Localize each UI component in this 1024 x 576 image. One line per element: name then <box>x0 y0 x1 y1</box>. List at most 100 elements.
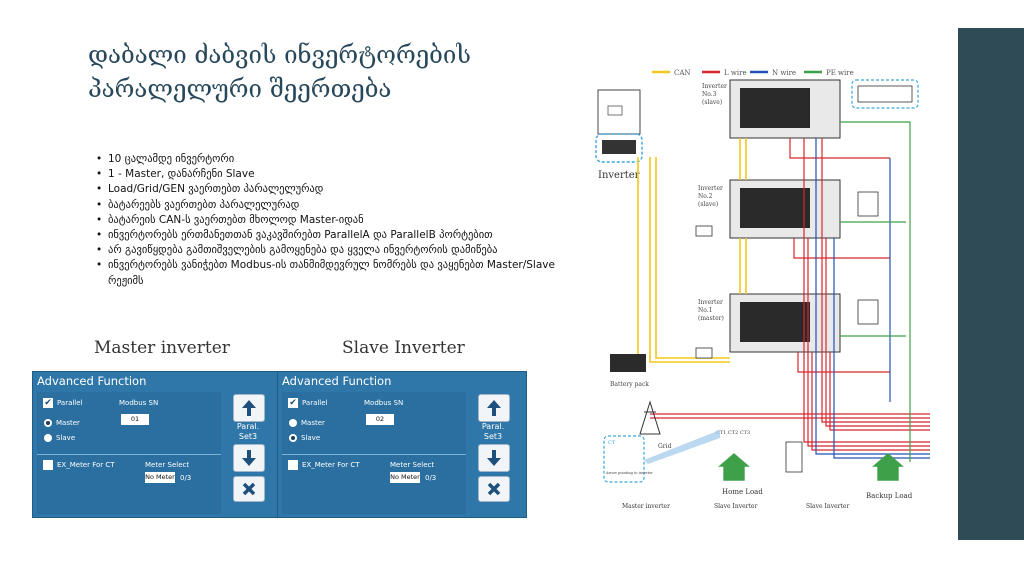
down-arrow-button[interactable] <box>233 444 265 472</box>
parallel-checkbox[interactable]: ✔ <box>288 398 298 408</box>
modbus-label: Modbus SN <box>119 399 159 407</box>
paral-set-label-line-2: Set3 <box>483 432 503 441</box>
up-arrow-icon <box>242 400 256 416</box>
modbus-sn-field[interactable]: 01 <box>121 414 149 425</box>
slave-radio-row[interactable]: Slave <box>44 434 75 442</box>
down-arrow-icon <box>487 450 501 466</box>
parallel-row: ✔ Parallel <box>288 398 328 408</box>
slave-radio[interactable] <box>289 434 297 442</box>
parallel-checkbox[interactable]: ✔ <box>43 398 53 408</box>
meter-select-field[interactable]: No Meter <box>145 472 175 483</box>
home-load-label: Home Load <box>722 488 763 496</box>
close-icon <box>242 482 256 496</box>
diagram-legend: CAN L wire N wire PE wire <box>652 69 854 77</box>
slave-advanced-function-panel: Advanced Function ✔ Parallel Modbus SN 0… <box>277 371 527 518</box>
inverter-caption: Inverter <box>598 170 640 181</box>
grid-tower-icon <box>639 400 661 435</box>
meter-select-label: Meter Select <box>390 461 435 469</box>
ex-meter-row: ✔ EX_Meter For CT <box>43 460 115 470</box>
bottom-label-slave-1: Slave Inverter <box>714 503 757 510</box>
slave-radio-row[interactable]: Slave <box>289 434 320 442</box>
ct-highlight-box <box>603 435 645 483</box>
paral-set-label: Paral. Set3 <box>233 422 263 442</box>
right-accent-band <box>958 28 1024 540</box>
paral-set-label: Paral. Set3 <box>478 422 508 442</box>
legend-can-label: CAN <box>674 69 691 77</box>
ct-note: Arrow pointing to inverter <box>605 471 653 475</box>
slide-title-line-2: პარალელური შეერთება <box>88 75 392 103</box>
panel-settings-area: ✔ Parallel Modbus SN 01 Master Slave ✔ E… <box>37 392 221 514</box>
up-arrow-button[interactable] <box>233 394 265 422</box>
distribution-panel-icon <box>857 85 913 103</box>
master-radio[interactable] <box>289 419 297 427</box>
ex-meter-label: EX_Meter For CT <box>302 461 360 469</box>
ct-callout-arrow <box>644 430 720 464</box>
ct-labels: CT1 CT2 CT3 <box>716 430 750 436</box>
modbus-label: Modbus SN <box>364 399 404 407</box>
parallel-wiring-diagram: CAN L wire N wire PE wire Inverter Inver… <box>590 62 930 512</box>
ct-box-label: CT <box>608 440 616 446</box>
legend-l-wire-label: L wire <box>724 69 747 77</box>
home-load-icon <box>718 453 750 481</box>
close-button[interactable] <box>478 476 510 502</box>
paral-set-label-line-1: Paral. <box>481 422 505 431</box>
modbus-sn-field[interactable]: 02 <box>366 414 394 425</box>
paral-set-label-line-1: Paral. <box>236 422 260 431</box>
inverter-no2-line3: (slave) <box>698 201 718 208</box>
bullet-item: ბატარეის CAN-ს ვაერთებთ მხოლოდ Master-იდ… <box>96 213 566 228</box>
backup-load-icon <box>872 453 904 481</box>
meter-select-field[interactable]: No Meter <box>390 472 420 483</box>
ex-meter-checkbox[interactable]: ✔ <box>288 460 298 470</box>
panel-divider <box>37 454 221 455</box>
slave-radio[interactable] <box>44 434 52 442</box>
inverter-terminal-highlight <box>595 133 643 163</box>
inverter-no3: Inverter No.3 (slave) <box>702 79 841 139</box>
panel-header: Advanced Function <box>282 374 392 388</box>
slave-radio-label: Slave <box>56 434 76 442</box>
master-radio-row[interactable]: Master <box>44 419 80 427</box>
inverter-no2-line2: No.2 <box>698 193 713 200</box>
backup-load-label: Backup Load <box>866 492 913 500</box>
master-radio[interactable] <box>44 419 52 427</box>
legend-n-wire-label: N wire <box>772 69 796 77</box>
master-advanced-function-panel: Advanced Function ✔ Parallel Modbus SN 0… <box>32 371 282 518</box>
slide-title: დაბალი ძაბვის ინვერტორების პარალელური შე… <box>88 38 558 106</box>
master-panel-caption: Master inverter <box>94 338 230 358</box>
inverter-no3-line1: Inverter <box>702 83 727 90</box>
inverter-terminal-strip <box>602 140 636 154</box>
meter-select-label: Meter Select <box>145 461 190 469</box>
close-icon <box>487 482 501 496</box>
breakers <box>695 191 879 473</box>
bullet-item: 1 - Master, დანარჩენი Slave <box>96 167 566 182</box>
down-arrow-button[interactable] <box>478 444 510 472</box>
down-arrow-icon <box>242 450 256 466</box>
grid-label: Grid <box>658 443 672 450</box>
battery-pack-label: Battery pack <box>610 381 649 388</box>
close-button[interactable] <box>233 476 265 502</box>
bottom-label-slave-2: Slave Inverter <box>806 503 849 510</box>
inverter-no2: Inverter No.2 (slave) <box>698 179 841 239</box>
bullet-item: ბატარეებს ვაერთებთ პარალელურად <box>96 198 566 213</box>
inverter-no3-line3: (slave) <box>702 99 722 106</box>
inverter-no1-line1: Inverter <box>698 299 723 306</box>
bullet-item: Load/Grid/GEN ვაერთებთ პარალელურად <box>96 182 566 197</box>
meter-page-indicator: 0/3 <box>180 474 192 482</box>
panel-header: Advanced Function <box>37 374 147 388</box>
up-arrow-button[interactable] <box>478 394 510 422</box>
slave-panel-caption: Slave Inverter <box>342 338 465 358</box>
bullet-item: ინვერტორებს ერთმანეთთან ვაკავშირებთ Para… <box>96 228 566 243</box>
inverter-no1-line3: (master) <box>698 315 724 322</box>
l-wires <box>650 138 930 451</box>
up-arrow-icon <box>487 400 501 416</box>
ex-meter-checkbox[interactable]: ✔ <box>43 460 53 470</box>
legend-pe-wire-label: PE wire <box>826 69 854 77</box>
slave-radio-label: Slave <box>301 434 321 442</box>
ex-meter-label: EX_Meter For CT <box>57 461 115 469</box>
master-radio-row[interactable]: Master <box>289 419 325 427</box>
panel-settings-area: ✔ Parallel Modbus SN 02 Master Slave ✔ E… <box>282 392 466 514</box>
parallel-label: Parallel <box>57 399 83 407</box>
bullet-item: ინვერტორებს ვანიჭებთ Modbus-ის თანმიმდევ… <box>96 258 566 288</box>
inverter-no3-line2: No.3 <box>702 91 717 98</box>
wiring-diagram-svg: CAN L wire N wire PE wire Inverter Inver… <box>595 69 930 510</box>
bullet-item: 10 ცალამდე ინვერტორი <box>96 152 566 167</box>
